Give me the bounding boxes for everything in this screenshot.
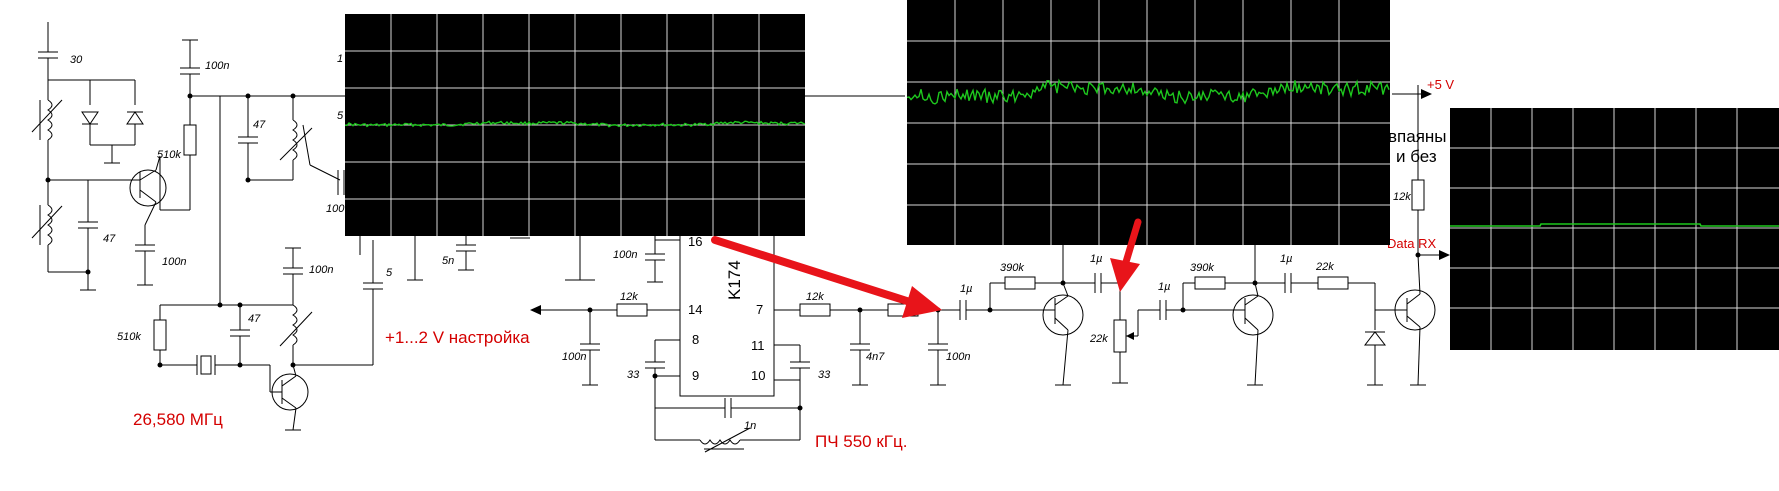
partial-text-2: и без [1396, 147, 1437, 166]
annotations: 26,580 МГц +1...2 V настройка ПЧ 550 кГц… [133, 53, 1454, 451]
label-r12k-pullup: 12k [1393, 191, 1411, 203]
label-c100n-mid: 100n [309, 264, 333, 276]
label-c1u-b: 1µ [1090, 253, 1102, 265]
label-c33-right: 33 [818, 369, 831, 381]
scope-2-trace [906, 78, 1390, 105]
oscilloscope-1 [344, 14, 806, 236]
label-c100n-top: 100n [205, 60, 229, 72]
label-c100n-a: 100n [162, 256, 186, 268]
label-c100-cut: 100 [326, 203, 345, 215]
label-c33-left: 33 [627, 369, 640, 381]
label-c100n-left: 100n [562, 351, 586, 363]
label-c1u-d: 1µ [1280, 253, 1292, 265]
right-circuit: 1µ 390k 1µ 22k 1 [805, 85, 1450, 386]
label-five-cut: 5 [337, 110, 344, 122]
label-r12k-out: 12k [806, 291, 824, 303]
label-r390k-b: 390k [1190, 262, 1214, 274]
pin-14: 14 [688, 302, 702, 317]
partial-text-1: впаяны [1388, 127, 1447, 146]
pin-9: 9 [692, 368, 699, 383]
oscilloscope-2 [906, 0, 1390, 245]
oscilloscope-3 [1450, 108, 1779, 350]
supply-voltage: +5 V [1427, 77, 1454, 92]
scope-3-trace [1450, 223, 1779, 227]
scope-1-trace [344, 120, 806, 128]
label-one-cut: 1 [337, 53, 343, 65]
data-rx-label: Data RX [1387, 236, 1436, 251]
tuning-voltage: +1...2 V настройка [385, 328, 530, 347]
label-c30: 30 [70, 54, 83, 66]
label-c1n: 1n [744, 420, 756, 432]
label-r510k-bot: 510k [117, 331, 141, 343]
pin-8: 8 [692, 332, 699, 347]
label-c5: 5 [386, 267, 393, 279]
arrow-to-pot [1122, 218, 1142, 266]
label-c1u-a: 1µ [960, 283, 972, 295]
label-c47-c: 47 [248, 313, 261, 325]
label-r22k: 22k [1315, 261, 1334, 273]
label-c47-b: 47 [253, 119, 266, 131]
left-circuit: 30 [31, 22, 393, 431]
label-r510k-top: 510k [157, 149, 181, 161]
chip-name: K174 [725, 260, 744, 300]
label-r12k-in: 12k [620, 291, 638, 303]
pin-11: 11 [751, 338, 765, 353]
label-pot22k: 22k [1089, 333, 1108, 345]
indicator-arrows [711, 218, 1142, 318]
label-r390k-a: 390k [1000, 262, 1024, 274]
pin-10: 10 [751, 368, 765, 383]
label-c100n-pin16: 100n [613, 249, 637, 261]
crystal-frequency: 26,580 МГц [133, 410, 223, 429]
label-c5n: 5n [442, 255, 454, 267]
pin-16: 16 [688, 234, 702, 249]
label-c4n7: 4n7 [866, 351, 885, 363]
if-frequency: ПЧ 550 кГц. [815, 432, 907, 451]
arrow-to-amp-input [711, 236, 914, 306]
label-c100n-right: 100n [946, 351, 970, 363]
label-c47-a: 47 [103, 233, 116, 245]
label-c1u-c: 1µ [1158, 281, 1170, 293]
pin-7: 7 [756, 302, 763, 317]
